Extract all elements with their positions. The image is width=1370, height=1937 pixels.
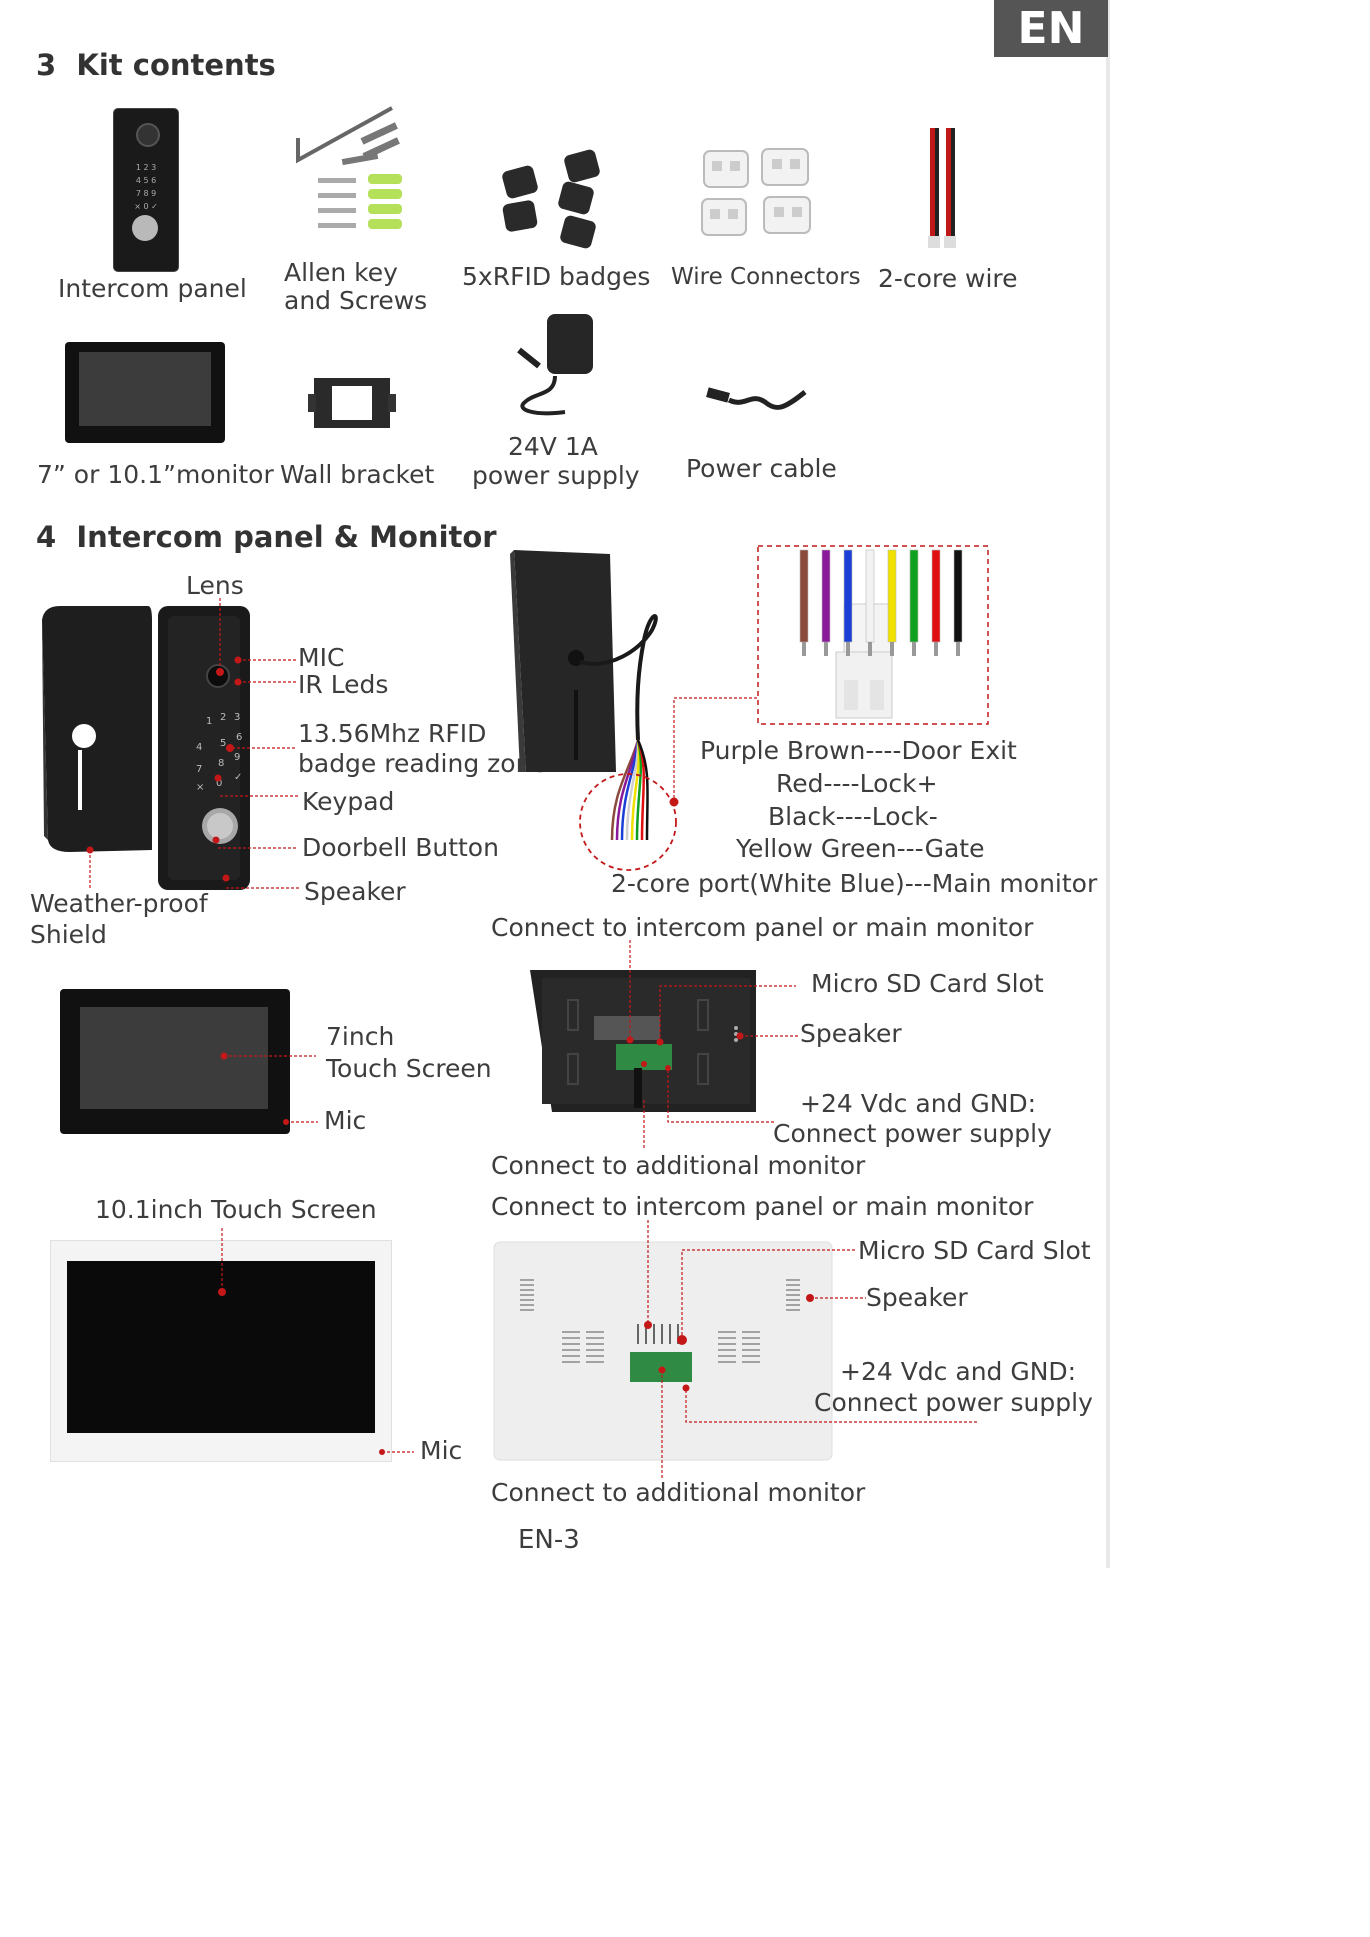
kit-power-cable-label: Power cable [686,454,837,483]
svg-text:0: 0 [216,778,222,789]
monitor7-speaker-label: Speaker [800,1019,902,1048]
monitor10-sd-slot-label: Micro SD Card Slot [858,1236,1091,1265]
ir-leds-label: IR Leds [298,670,389,699]
monitor7-connect-bottom-label: Connect to additional monitor [491,1151,866,1180]
wall-bracket-image [308,378,396,428]
rfid-zone-label-1: 13.56Mhz RFID [298,719,487,748]
wiring-line-1: Purple Brown----Door Exit [700,736,1017,765]
svg-text:2: 2 [220,712,226,723]
wire-tip [912,642,916,656]
wire-tip [934,642,938,656]
kit-power-supply-label-2: power supply [472,461,640,490]
two-core-wire-image [928,128,956,248]
section-title: Kit contents [76,48,276,82]
svg-text:6: 6 [236,732,242,743]
monitor10-connect-bottom-label: Connect to additional monitor [491,1478,866,1507]
monitor-10-back [493,1241,833,1461]
wire-tip [956,642,960,656]
doorbell-button-label: Doorbell Button [302,833,499,862]
svg-text:7: 7 [196,764,202,775]
wiring-line-3: Black----Lock- [768,802,938,831]
wire-strand [821,549,831,643]
language-badge: EN [994,0,1108,57]
svg-text:5: 5 [220,738,226,749]
monitor10-connect-top-label: Connect to intercom panel or main monito… [491,1192,1034,1221]
wire-tip [890,642,894,656]
shield-label-1: Weather-proof [30,889,208,918]
wire-tip [868,642,872,656]
allen-key-screws-image [296,106,402,229]
svg-text:1: 1 [206,716,212,727]
svg-text:✓: ✓ [234,772,242,783]
wire-strand [887,549,897,643]
wire-strand [799,549,809,643]
kit-power-supply-label-1: 24V 1A [508,432,598,461]
kit-two-core-wire-label: 2-core wire [878,264,1018,293]
lens-label: Lens [186,571,244,600]
monitor-7-back [530,970,756,1112]
wiring-line-5: 2-core port(White Blue)---Main monitor [611,869,1098,898]
wire-connectors-image [701,148,811,236]
kit-allen-key-label-1: Allen key [284,258,398,287]
monitor7-power-label-1: +24 Vdc and GND: [800,1089,1037,1118]
section-4-heading: 4 Intercom panel & Monitor [36,520,497,554]
wire-strand [931,549,941,643]
page-edge [1106,0,1110,1568]
monitor10-speaker-label: Speaker [866,1283,968,1312]
wire-tip [846,642,850,656]
wire-strand [953,549,963,643]
svg-text:4: 4 [196,742,202,753]
power-supply-image [517,314,593,416]
section-number: 3 [36,48,57,82]
panel-speaker-label: Speaker [304,877,406,906]
kit-monitor-image [65,342,225,443]
monitor7-sd-slot-label: Micro SD Card Slot [811,969,1044,998]
svg-text:8: 8 [218,758,224,769]
monitor10-power-label-2: Connect power supply [814,1388,1093,1417]
monitor10-power-label-1: +24 Vdc and GND: [840,1357,1077,1386]
power-cable-image [706,387,807,410]
monitor10-mic-label: Mic [420,1436,463,1465]
keypad-label: Keypad [302,787,395,816]
monitor7-power-label-2: Connect power supply [773,1119,1052,1148]
wiring-diagram [510,545,989,871]
monitor-7-front [60,989,290,1134]
kit-wire-connectors-label: Wire Connectors [671,264,861,290]
svg-text:×: × [196,782,204,793]
kit-monitor-label: 7” or 10.1”monitor [37,460,274,489]
monitor7-screen-label-1: 7inch [326,1022,395,1051]
wire-strand [909,549,919,643]
rfid-badges-image [502,149,600,249]
mic-label: MIC [298,643,345,672]
monitor7-screen-label-2: Touch Screen [326,1054,492,1083]
svg-text:3: 3 [234,712,240,723]
fan-wire [636,739,649,841]
section-number: 4 [36,520,57,554]
wiring-line-2: Red----Lock+ [776,769,938,798]
monitor-10-front [50,1240,392,1462]
section-3-heading: 3 Kit contents [36,48,276,82]
wire-strand [843,549,853,643]
wire-tip [802,642,806,656]
kit-wall-bracket-label: Wall bracket [280,460,435,489]
rfid-zone-label-2: badge reading zone [298,749,547,778]
wiring-line-4: Yellow Green---Gate [736,834,985,863]
wire-tip [824,642,828,656]
monitor7-connect-top-label: Connect to intercom panel or main monito… [491,913,1034,942]
section-title: Intercom panel & Monitor [76,520,497,554]
svg-text:9: 9 [234,752,240,763]
shield-label-2: Shield [30,920,107,949]
monitor7-mic-label: Mic [324,1106,367,1135]
kit-allen-key-label-2: and Screws [284,286,428,315]
kit-rfid-badges-label: 5xRFID badges [462,262,651,291]
kit-intercom-panel-label: Intercom panel [58,274,247,303]
monitor10-screen-label: 10.1inch Touch Screen [95,1195,377,1224]
page-number: EN-3 [518,1525,580,1555]
wire-strand [865,549,875,643]
